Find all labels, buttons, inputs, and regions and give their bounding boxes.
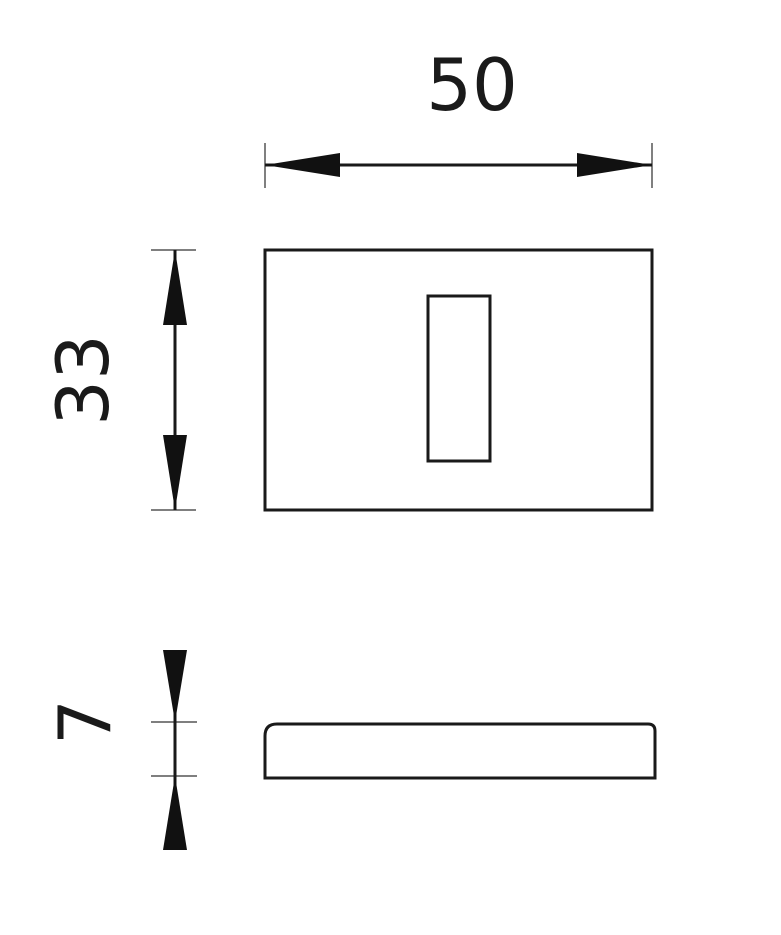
width-label: 50 (426, 43, 518, 127)
width-arrow-left (265, 153, 340, 177)
height-arrow-top (163, 250, 187, 325)
width-dimension: 50 (264, 43, 653, 188)
front-view (263, 248, 654, 512)
plate-side-profile (263, 722, 657, 780)
height-dimension: 33 (41, 249, 196, 511)
thickness-arrow-top (163, 650, 187, 722)
height-arrow-bottom (163, 435, 187, 510)
plate-outline (263, 248, 654, 512)
thickness-arrow-bottom (163, 776, 187, 850)
thickness-dimension: 7 (43, 650, 197, 850)
thickness-label: 7 (43, 699, 127, 745)
key-slot (426, 294, 492, 463)
width-arrow-right (577, 153, 652, 177)
height-label: 33 (41, 334, 125, 426)
side-view (263, 722, 657, 780)
